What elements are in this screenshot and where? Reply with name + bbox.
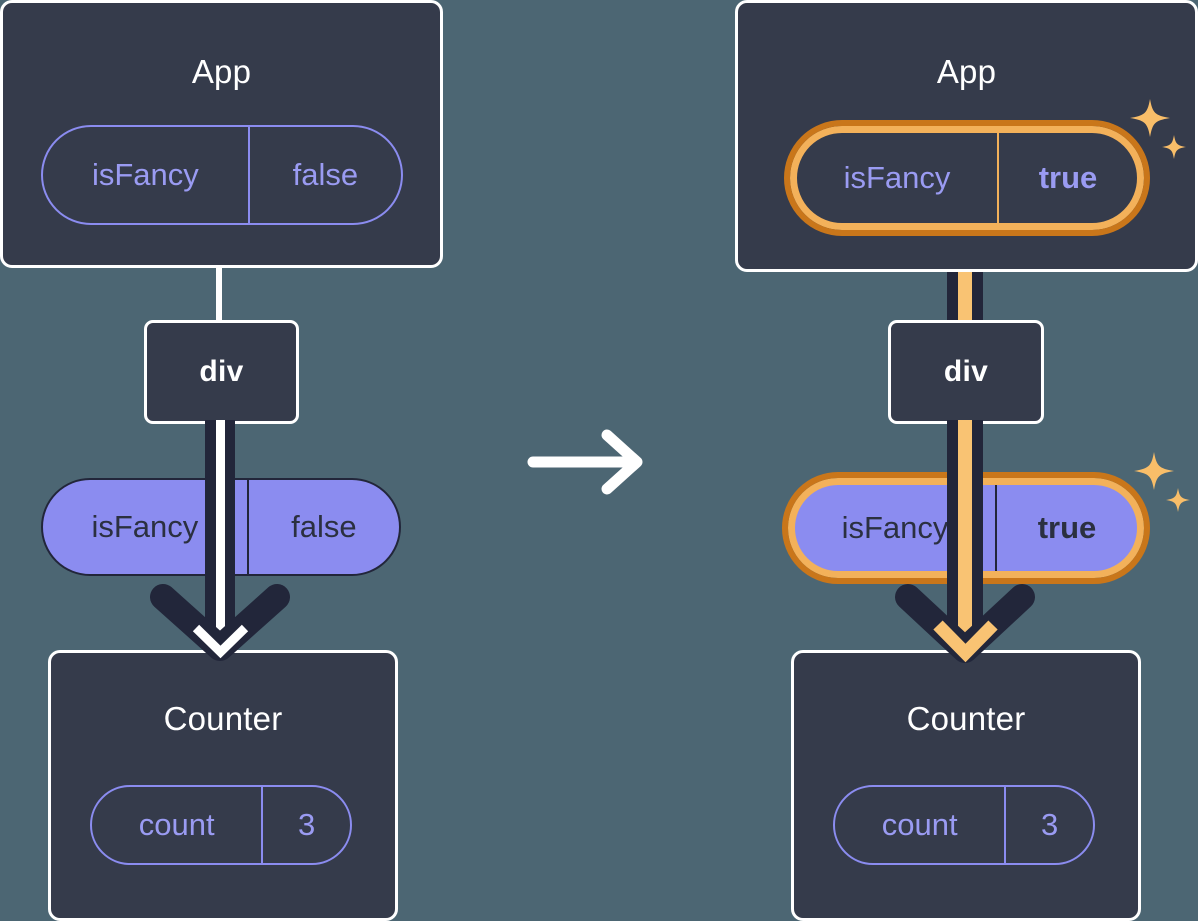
app-title-before: App [191,53,252,90]
counter-state-key-before: count [138,807,215,842]
div-node-before[interactable]: div [144,320,299,424]
app-state-pill-after[interactable]: isFancy true [784,120,1150,236]
div-label-before: div [199,355,244,388]
counter-title-before: Counter [163,700,283,737]
div-label-after: div [943,355,989,388]
app-state-key-before: isFancy [91,157,199,192]
counter-state-key-after: count [881,807,958,842]
sparkle-icon-prop [1134,452,1190,512]
counter-state-pill-before[interactable]: count 3 [90,785,352,865]
app-state-pill-before[interactable]: isFancy false [41,125,403,225]
div-node-after[interactable]: div [888,320,1044,424]
app-title-after: App [936,53,997,90]
app-state-value-before: false [247,127,401,223]
prop-state-key-after: isFancy [841,510,949,545]
counter-title-after: Counter [906,700,1026,737]
counter-state-value-after: 3 [1004,787,1093,863]
counter-state-pill-after[interactable]: count 3 [833,785,1095,865]
arrow-right-icon [527,429,643,495]
counter-state-value-before: 3 [261,787,350,863]
prop-state-pill-after[interactable]: isFancy true [782,472,1150,584]
prop-state-value-after: true [995,485,1137,571]
prop-state-key-before: isFancy [91,509,199,544]
prop-state-pill-before[interactable]: isFancy false [41,478,401,576]
prop-state-value-before: false [246,480,399,574]
sparkle-icon-app [1130,99,1186,159]
counter-component-box-before[interactable]: Counter [48,650,398,921]
app-state-value-after: true [997,133,1137,223]
app-state-key-after: isFancy [843,160,951,195]
